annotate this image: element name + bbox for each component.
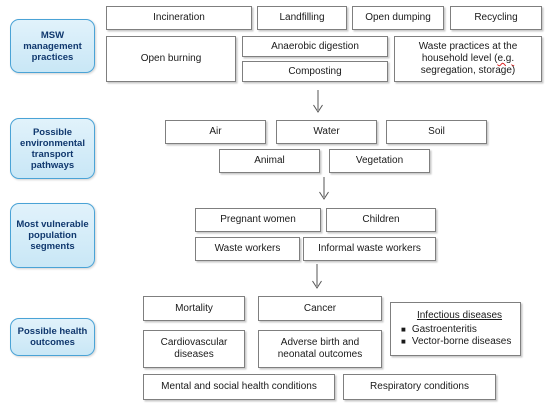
box-cancer: Cancer <box>258 296 382 321</box>
bullet-icon: ■ <box>401 337 406 346</box>
label-environmental-pathways: Possible environmental transport pathway… <box>10 118 95 179</box>
box-infectious-diseases: Infectious diseases ■Gastroenteritis ■Ve… <box>390 302 521 356</box>
box-cardiovascular-diseases: Cardiovascular diseases <box>143 330 245 368</box>
box-soil: Soil <box>386 120 487 144</box>
box-open-burning: Open burning <box>106 36 236 82</box>
box-anaerobic-digestion: Anaerobic digestion <box>242 36 388 57</box>
box-adverse-birth-outcomes: Adverse birth and neonatal outcomes <box>258 330 382 368</box>
box-landfilling: Landfilling <box>257 6 347 30</box>
box-mental-social-health: Mental and social health conditions <box>143 374 335 400</box>
list-item-gastroenteritis: ■Gastroenteritis <box>401 324 477 335</box>
arrow-down-icon <box>319 177 329 200</box>
box-informal-waste-workers: Informal waste workers <box>303 237 436 261</box>
arrow-down-icon <box>312 264 322 289</box>
household-text: Waste practices at the household level (… <box>418 41 518 76</box>
box-respiratory-conditions: Respiratory conditions <box>343 374 496 400</box>
list-item-vector-borne: ■Vector-borne diseases <box>401 336 512 347</box>
box-pregnant-women: Pregnant women <box>195 208 321 232</box>
box-open-dumping: Open dumping <box>352 6 444 30</box>
box-water: Water <box>276 120 377 144</box>
infectious-diseases-title: Infectious diseases <box>416 310 503 321</box>
box-air: Air <box>165 120 266 144</box>
box-incineration: Incineration <box>106 6 252 30</box>
label-vulnerable-populations: Most vulnerable population segments <box>10 203 95 268</box>
box-mortality: Mortality <box>143 296 245 321</box>
box-household-waste-practices: Waste practices at the household level (… <box>394 36 542 82</box>
box-recycling: Recycling <box>450 6 542 30</box>
label-msw-practices: MSW management practices <box>10 19 95 73</box>
box-animal: Animal <box>219 149 320 173</box>
box-composting: Composting <box>242 61 388 82</box>
box-waste-workers: Waste workers <box>195 237 300 261</box>
box-children: Children <box>326 208 436 232</box>
label-health-outcomes: Possible health outcomes <box>10 318 95 356</box>
arrow-down-icon <box>313 90 323 113</box>
box-vegetation: Vegetation <box>329 149 430 173</box>
bullet-icon: ■ <box>401 325 406 334</box>
